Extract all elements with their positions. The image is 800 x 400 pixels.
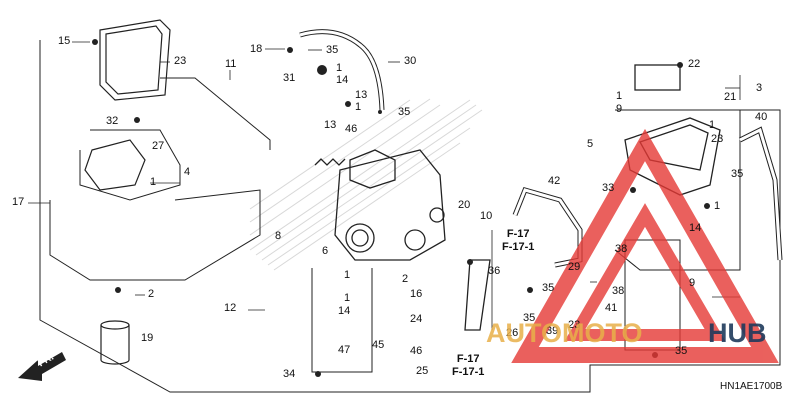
callout-46: 46 bbox=[410, 345, 423, 357]
callout-11: 12 bbox=[224, 302, 237, 314]
callout-5: 5 bbox=[587, 138, 594, 150]
callout-9-top: 9 bbox=[616, 103, 623, 115]
hose-part-41 bbox=[738, 126, 783, 261]
callout-38-right: 35 bbox=[731, 168, 744, 180]
callout-13-b: 13 bbox=[324, 119, 337, 131]
callout-14-c: 14 bbox=[689, 222, 702, 234]
small-parts bbox=[92, 39, 710, 377]
callout-35: 34 bbox=[283, 368, 296, 380]
callout-3: 3 bbox=[756, 82, 763, 94]
subassembly-5-outline bbox=[614, 109, 741, 271]
callout-14-a: 14 bbox=[336, 74, 349, 86]
carburetor-body bbox=[334, 149, 446, 261]
watermark-text-hub: HUB bbox=[708, 318, 767, 348]
callout-42: 41 bbox=[605, 302, 618, 314]
callout-41: 40 bbox=[755, 111, 768, 123]
callout-47: 47 bbox=[338, 344, 351, 356]
callout-21: 21 bbox=[724, 91, 737, 103]
subassembly-4-outline bbox=[79, 129, 181, 201]
callout-8: 8 bbox=[275, 230, 282, 242]
callout-1-h: 1 bbox=[616, 90, 623, 102]
callout-14-b: 14 bbox=[338, 305, 351, 317]
callout-1-b: 1 bbox=[355, 101, 362, 113]
cover-part-23 bbox=[99, 19, 171, 101]
spring-part-8 bbox=[314, 158, 346, 166]
callout-1-f: 1 bbox=[714, 200, 721, 212]
callout-1-a: 1 bbox=[336, 62, 343, 74]
callout-38-bottom: 35 bbox=[523, 312, 536, 324]
callout-20: 20 bbox=[458, 199, 471, 211]
callout-38-mid: 35 bbox=[398, 106, 411, 118]
callout-10: 10 bbox=[480, 210, 493, 222]
callout-36: 35 bbox=[675, 345, 688, 357]
callout-30: 29 bbox=[568, 261, 581, 273]
hose-part-41-inner bbox=[739, 127, 782, 261]
callout-33: 32 bbox=[106, 115, 119, 127]
diagram-code: HN1AE1700B bbox=[720, 381, 783, 392]
lever-part-10 bbox=[464, 259, 491, 331]
callout-31: 30 bbox=[404, 55, 417, 67]
callout-2-b: 2 bbox=[402, 273, 409, 285]
callout-40: 39 bbox=[546, 325, 559, 337]
callout-32: 31 bbox=[283, 72, 296, 84]
callout-12: 11 bbox=[225, 58, 237, 70]
watermark-text-automoto: AUTOMOTO bbox=[486, 318, 643, 348]
subassembly-17-outline bbox=[49, 189, 261, 281]
callout-43: 42 bbox=[548, 175, 561, 187]
callout-44: 45 bbox=[372, 339, 385, 351]
callout-39-b: 38 bbox=[612, 285, 625, 297]
subassembly-6-outline bbox=[311, 268, 373, 373]
callout-26: 24 bbox=[410, 313, 423, 325]
callout-2-a: 2 bbox=[148, 288, 155, 300]
callout-34: 33 bbox=[602, 182, 615, 194]
callout-9-right: 9 bbox=[689, 277, 696, 289]
callout-45: 46 bbox=[345, 123, 358, 135]
part-3 bbox=[634, 64, 681, 91]
callout-39-a: 38 bbox=[615, 243, 628, 255]
callout-28: 26 bbox=[506, 327, 519, 339]
plate-part-29 bbox=[84, 139, 146, 191]
hatch-background bbox=[249, 98, 483, 271]
callout-18: 18 bbox=[250, 43, 263, 55]
watermark-triangle bbox=[511, 128, 779, 363]
callout-29: 27 bbox=[152, 140, 165, 152]
callout-1-c: 1 bbox=[150, 176, 157, 188]
callout-25: 23 bbox=[711, 133, 724, 145]
callout-19: 19 bbox=[141, 332, 154, 344]
callout-24: 23 bbox=[568, 319, 581, 331]
callout-15: 15 bbox=[58, 35, 71, 47]
callout-13-a: 13 bbox=[355, 89, 368, 101]
cylinder-part-19 bbox=[100, 320, 130, 365]
callout-37: 36 bbox=[488, 265, 501, 277]
callout-1-e: 1 bbox=[344, 292, 351, 304]
hose-part-31-inner bbox=[299, 30, 384, 111]
callout-1-g: 1 bbox=[709, 119, 716, 131]
assembly-outline bbox=[39, 40, 781, 393]
subassembly-12-outline bbox=[160, 77, 271, 150]
callout-23: 23 bbox=[174, 55, 187, 67]
callout-16: 16 bbox=[410, 288, 423, 300]
callout-27: 25 bbox=[416, 365, 429, 377]
callout-1-d: 1 bbox=[344, 269, 351, 281]
callout-38-low: 35 bbox=[542, 282, 555, 294]
callout-17: 17 bbox=[12, 196, 25, 208]
callout-4: 4 bbox=[184, 166, 191, 178]
callout-6: 6 bbox=[322, 245, 329, 257]
callout-38-top: 35 bbox=[326, 44, 339, 56]
front-direction-arrow bbox=[18, 352, 66, 381]
callout-22: 22 bbox=[688, 58, 701, 70]
